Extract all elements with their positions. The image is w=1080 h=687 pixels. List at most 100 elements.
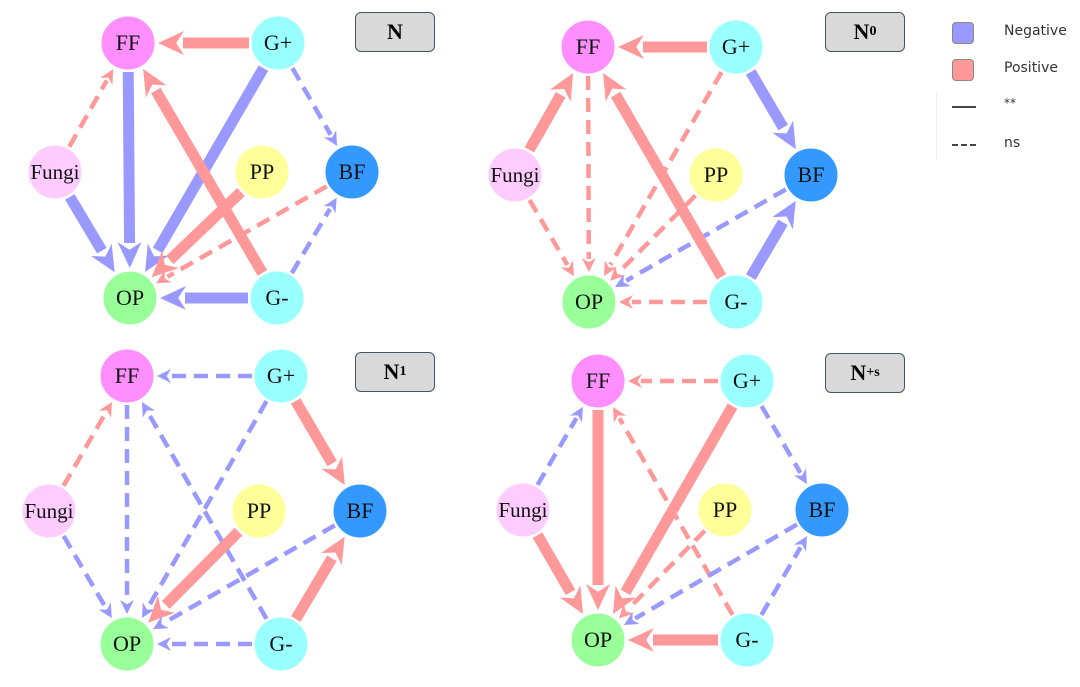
edge-Gminus-to-FF xyxy=(143,68,268,276)
node-OP: OP xyxy=(570,612,626,668)
node-OP: OP xyxy=(99,616,155,672)
node-circle xyxy=(21,483,77,539)
legend: Negative Positive ** ns xyxy=(936,10,1080,160)
edge-line xyxy=(152,65,269,254)
edge-Gplus-to-BF xyxy=(290,398,345,486)
node-circle xyxy=(783,147,839,203)
arrowhead-icon xyxy=(160,286,186,310)
arrowhead-icon xyxy=(117,241,142,269)
edge-line xyxy=(759,546,803,617)
arrowhead-icon xyxy=(324,130,338,146)
solid-line-sample xyxy=(952,106,976,108)
edge-line xyxy=(289,207,332,275)
node-circle xyxy=(253,616,309,672)
node-label: Fungi xyxy=(30,160,79,184)
arrowhead-icon xyxy=(323,197,337,214)
node-PP: PP xyxy=(234,144,290,200)
arrowhead-icon xyxy=(628,374,642,388)
edge-Gminus-to-FF xyxy=(612,407,735,616)
arrowhead-icon xyxy=(612,407,627,423)
legend-positive-label: Positive xyxy=(1004,60,1058,76)
legend-dashed-line xyxy=(952,144,976,146)
edge-Fungi-to-OP xyxy=(61,534,112,619)
edge-line xyxy=(625,187,787,283)
arrowhead-icon xyxy=(143,68,167,98)
node-label: OP xyxy=(116,285,144,310)
node-label: Fungi xyxy=(24,499,73,523)
edge-FF-to-OP xyxy=(586,410,610,610)
node-label: G+ xyxy=(267,363,295,388)
arrowhead-icon xyxy=(100,69,114,85)
arrowhead-icon xyxy=(772,120,796,150)
edge-line xyxy=(585,75,592,260)
node-circle xyxy=(495,482,551,538)
node-Fungi: Fungi xyxy=(495,482,551,538)
arrowhead-icon xyxy=(158,31,184,55)
edge-Gplus-to-BF xyxy=(745,69,796,150)
node-circle xyxy=(249,270,305,326)
node-label: G- xyxy=(265,285,288,310)
arrowhead-icon xyxy=(586,584,610,610)
edge-line xyxy=(150,87,268,276)
node-Gplus: G+ xyxy=(719,353,775,409)
node-circle xyxy=(570,612,626,668)
edge-line xyxy=(617,417,735,616)
arrowhead-icon xyxy=(98,602,112,619)
edge-PP-to-OP xyxy=(618,529,707,619)
node-circle xyxy=(487,147,543,203)
node-circle xyxy=(234,144,290,200)
edge-Fungi-to-FF xyxy=(61,401,112,488)
arrowhead-icon xyxy=(145,243,169,273)
edge-line xyxy=(290,67,333,136)
edge-Gminus-to-BF xyxy=(291,536,345,622)
edge-Fungi-to-FF xyxy=(67,69,114,148)
node-circle xyxy=(27,144,83,200)
edge-BF-to-OP xyxy=(153,523,336,630)
node-circle xyxy=(570,353,626,409)
edge-Gminus-to-OP xyxy=(628,628,718,652)
edge-line xyxy=(166,184,328,279)
edge-BF-to-OP xyxy=(615,187,787,288)
node-Fungi: Fungi xyxy=(27,144,83,200)
node-circle xyxy=(560,19,616,75)
arrowhead-icon xyxy=(151,250,179,278)
edge-Gminus-to-BF xyxy=(746,200,796,280)
node-label: G+ xyxy=(264,30,292,55)
legend-negative-label: Negative xyxy=(1004,23,1067,39)
node-label: FF xyxy=(115,363,139,388)
node-circle xyxy=(231,483,287,539)
node-Gplus: G+ xyxy=(708,19,764,75)
node-label: G- xyxy=(735,627,758,652)
positive-swatch xyxy=(952,59,974,81)
arrowhead-icon xyxy=(603,72,627,102)
arrowhead-icon xyxy=(569,406,583,423)
arrowhead-icon xyxy=(98,401,112,418)
node-label: G- xyxy=(269,631,292,656)
arrowhead-icon xyxy=(610,265,626,281)
edge-Gplus-to-OP xyxy=(141,400,269,618)
node-Fungi: Fungi xyxy=(21,483,77,539)
edge-Gplus-to-FF xyxy=(158,31,249,55)
edge-line xyxy=(608,71,724,266)
edge-line xyxy=(165,188,245,265)
legend-negative xyxy=(952,22,974,44)
node-circle xyxy=(100,15,156,71)
panel-label-N: N xyxy=(355,12,435,52)
arrowhead-icon xyxy=(619,295,633,309)
edge-Gplus-to-OP xyxy=(145,65,269,273)
edge-line xyxy=(617,193,698,274)
arrowhead-icon xyxy=(628,628,654,652)
node-OP: OP xyxy=(102,270,158,326)
edge-Fungi-to-OP xyxy=(65,194,115,273)
node-label: FF xyxy=(586,368,610,393)
arrowhead-icon xyxy=(141,402,155,418)
edge-line xyxy=(146,400,269,608)
node-circle xyxy=(719,353,775,409)
node-circle xyxy=(102,270,158,326)
edge-line xyxy=(161,527,243,609)
edge-Gplus-to-BF xyxy=(759,404,807,485)
